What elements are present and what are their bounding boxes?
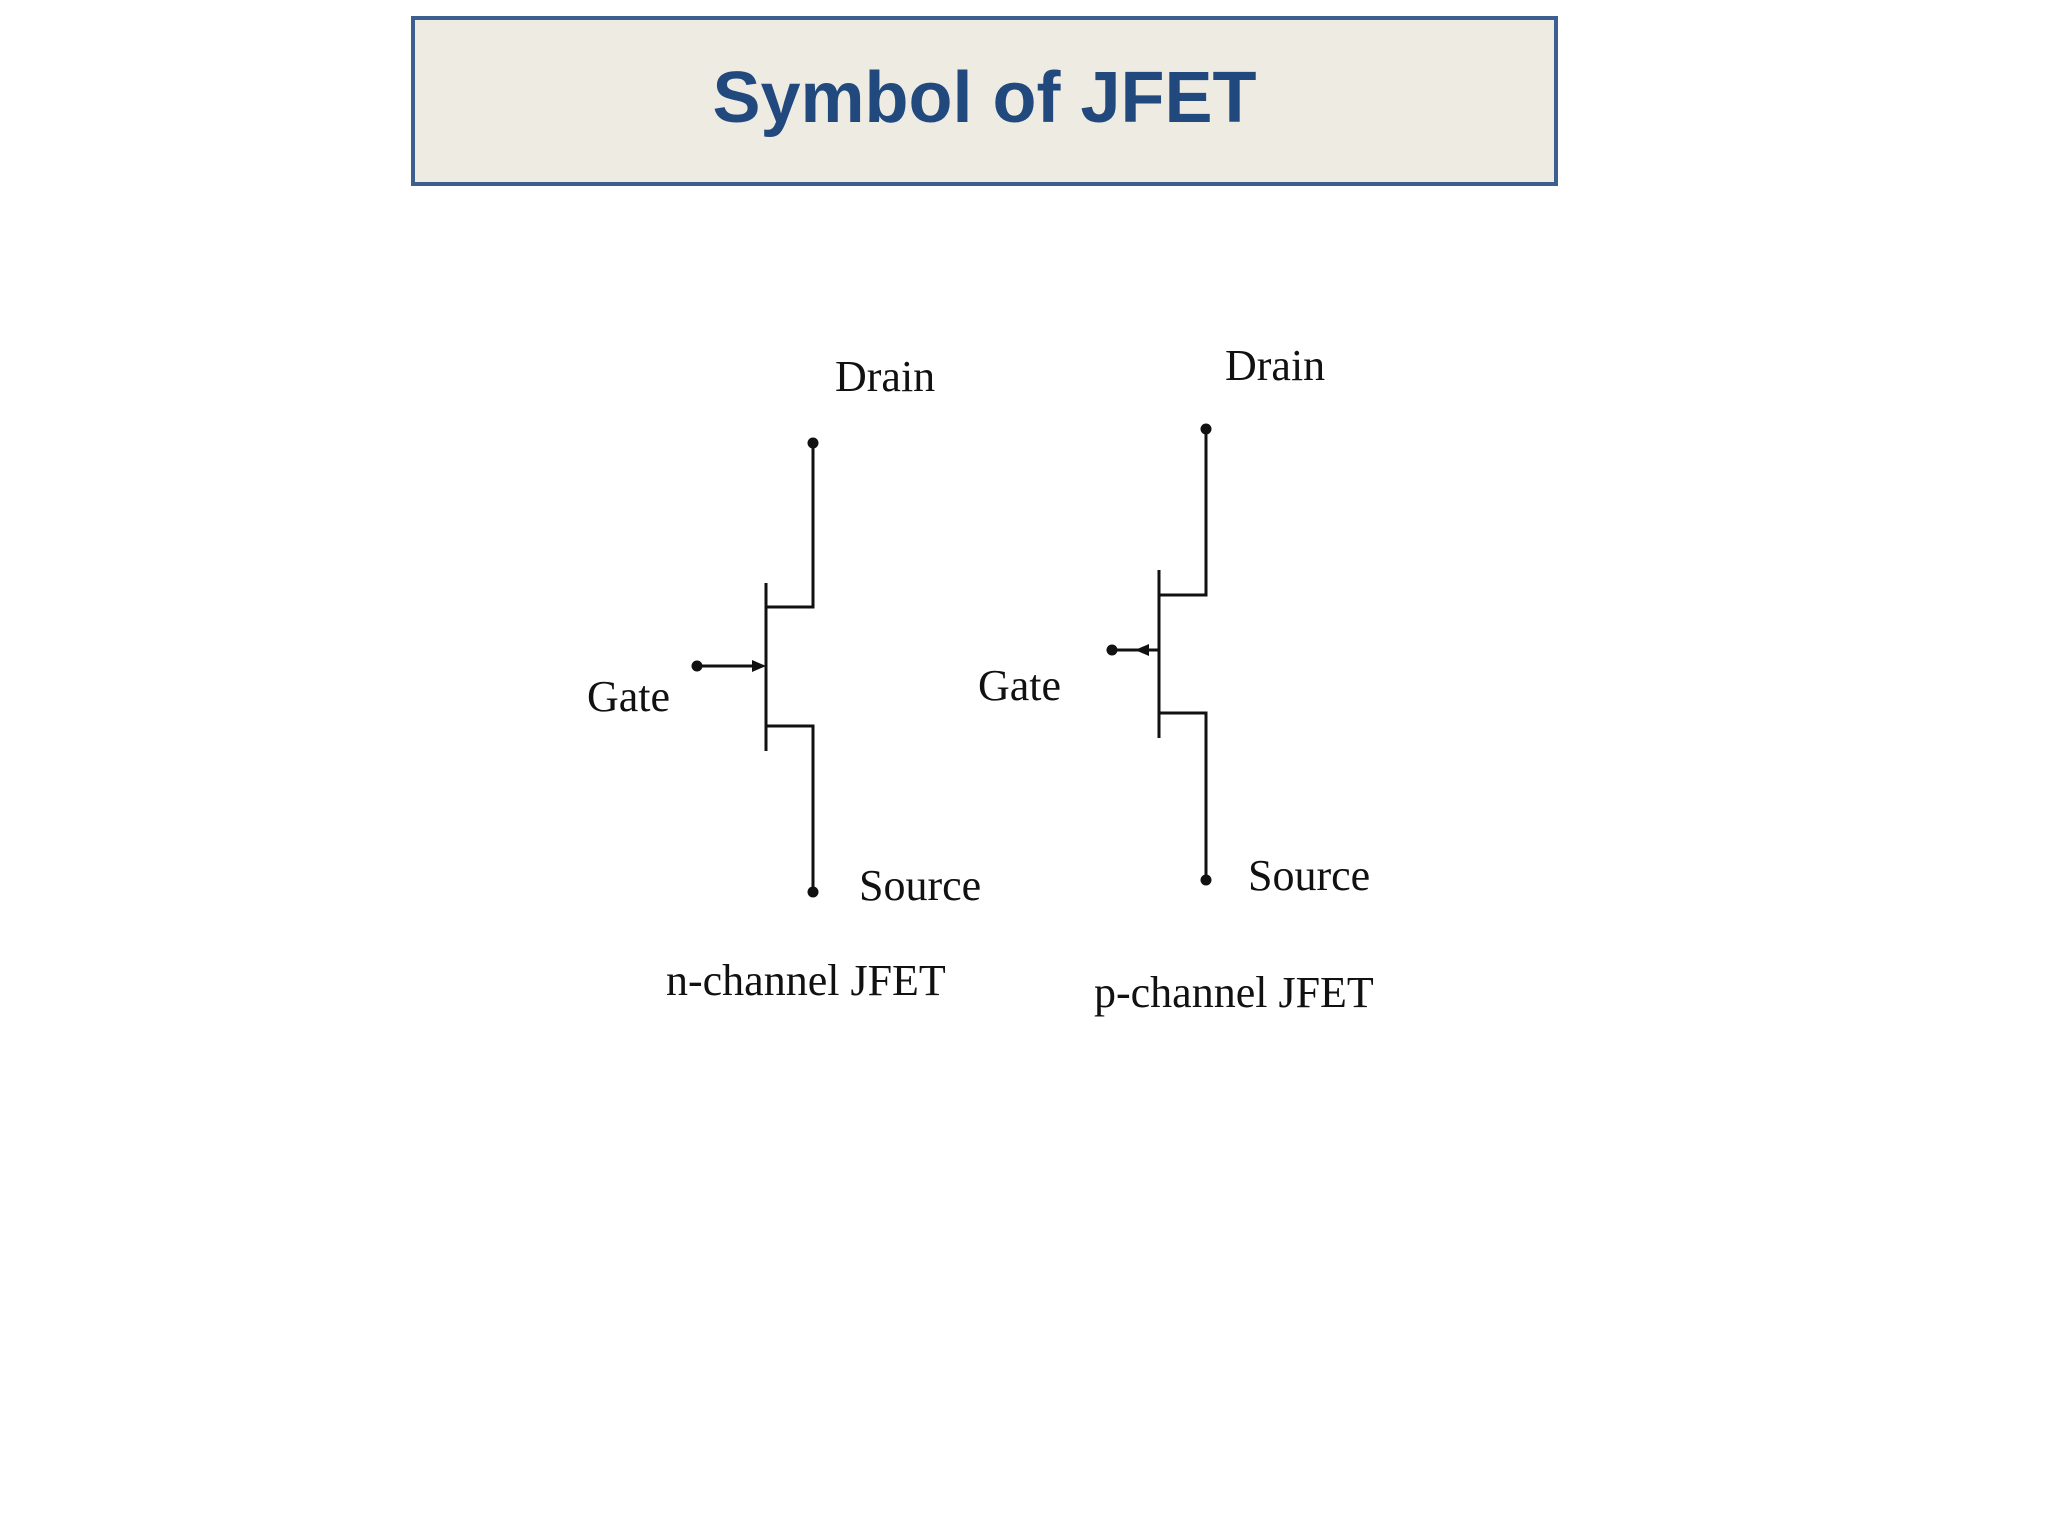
p-gate-terminal-dot bbox=[1106, 644, 1118, 656]
p-source-lead bbox=[1159, 711, 1208, 880]
n-gate-arrow-icon bbox=[752, 660, 766, 672]
n-drain-label: Drain bbox=[835, 352, 935, 401]
p-channel-caption: p-channel JFET bbox=[1094, 968, 1374, 1017]
n-channel-caption: n-channel JFET bbox=[666, 956, 946, 1005]
title-box: Symbol of JFET bbox=[411, 16, 1558, 186]
p-source-terminal-dot bbox=[1200, 874, 1212, 886]
p-source-label: Source bbox=[1248, 851, 1370, 900]
n-drain-terminal-dot bbox=[807, 437, 819, 449]
n-gate-label: Gate bbox=[587, 672, 670, 721]
n-source-terminal-dot bbox=[807, 886, 819, 898]
n-channel-jfet-symbol bbox=[697, 443, 815, 892]
p-gate-label: Gate bbox=[978, 661, 1061, 710]
n-source-label: Source bbox=[859, 861, 981, 910]
p-drain-terminal-dot bbox=[1200, 423, 1212, 435]
p-drain-lead bbox=[1159, 429, 1208, 597]
n-drain-lead bbox=[766, 443, 815, 609]
p-drain-label: Drain bbox=[1225, 341, 1325, 390]
n-gate-terminal-dot bbox=[691, 660, 703, 672]
n-source-lead bbox=[766, 724, 815, 892]
p-channel-jfet-symbol bbox=[1112, 429, 1208, 880]
slide-title: Symbol of JFET bbox=[712, 58, 1257, 138]
p-gate-arrow-icon bbox=[1135, 644, 1149, 656]
